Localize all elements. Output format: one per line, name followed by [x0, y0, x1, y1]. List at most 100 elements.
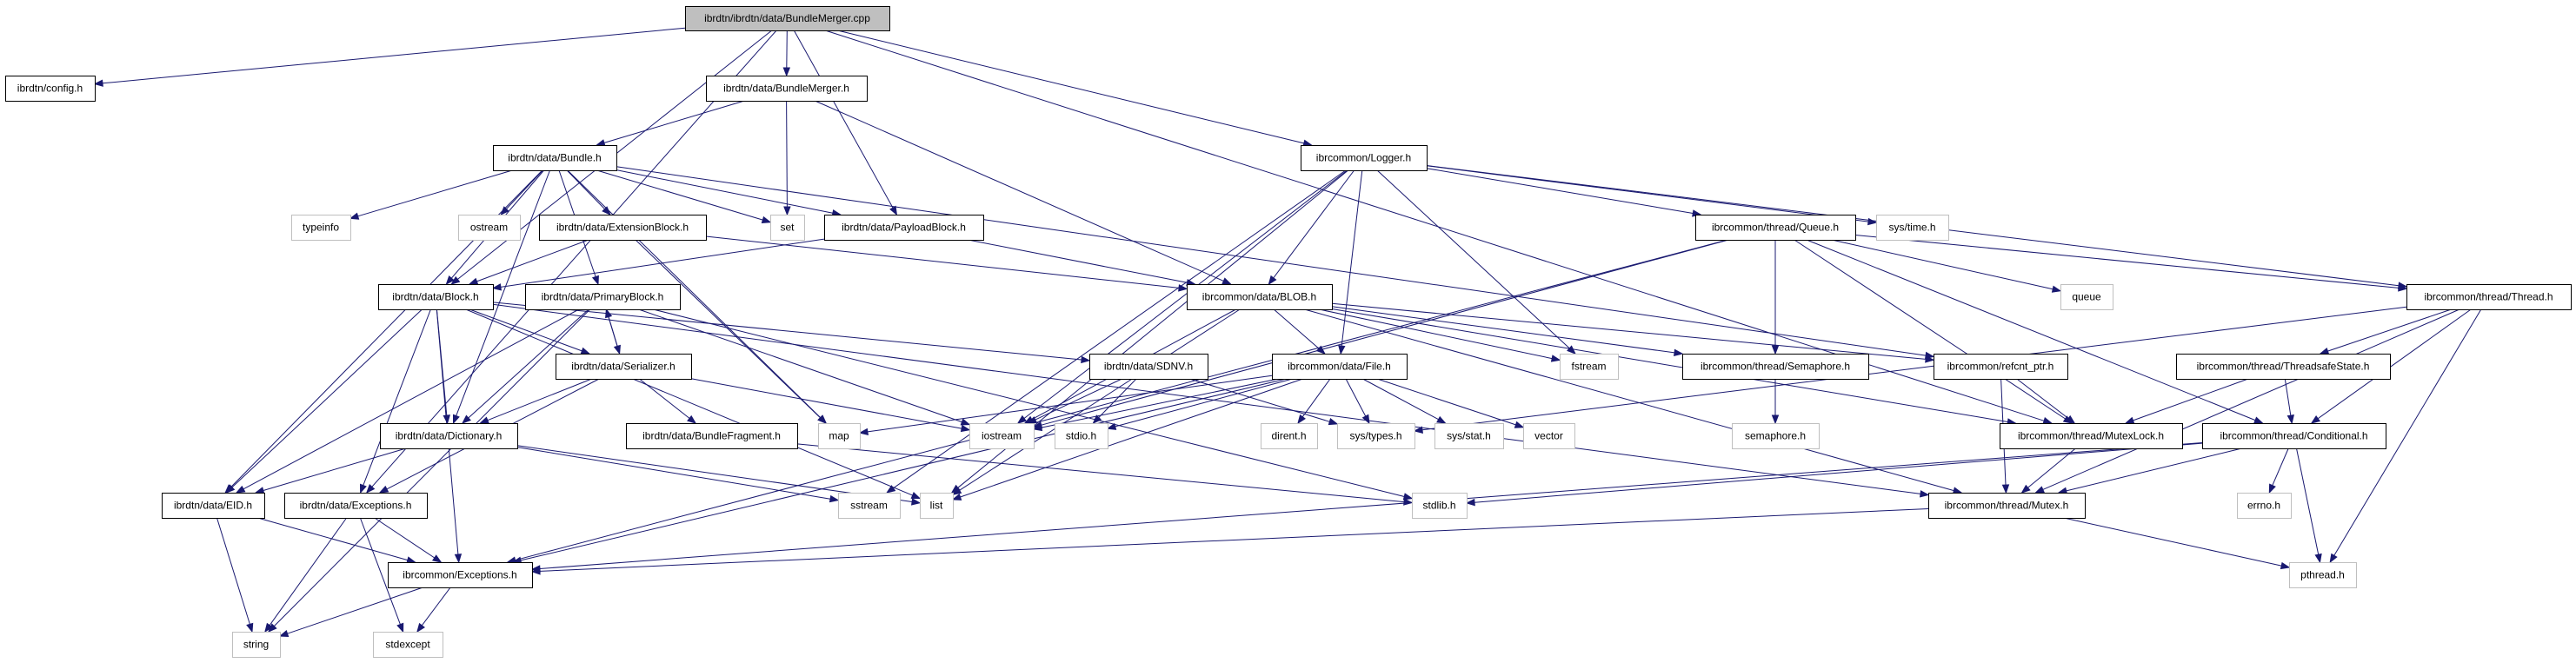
edge-line — [539, 442, 2203, 569]
node-conditional[interactable]: ibrcommon/thread/Conditional.h — [2202, 423, 2386, 449]
edge-cexceptions-to-string — [278, 587, 423, 638]
edge-bundle-to-extblock — [566, 169, 611, 215]
node-label: stdlib.h — [1422, 500, 1455, 512]
edge-bundle-to-ostream — [500, 169, 543, 215]
node-vector: vector — [1523, 423, 1575, 449]
edge-conditional-to-errno — [2268, 448, 2289, 494]
node-cexceptions[interactable]: ibrcommon/Exceptions.h — [388, 562, 533, 588]
node-file[interactable]: ibrcommon/data/File.h — [1272, 354, 1408, 380]
node-thread[interactable]: ibrcommon/thread/Thread.h — [2406, 284, 2572, 310]
edge-serializer-to-primary — [605, 308, 621, 355]
edge-thread-to-tsstate — [2319, 308, 2452, 355]
edge-line — [1426, 168, 1694, 214]
edge-line — [1319, 308, 1553, 360]
edge-line — [2272, 448, 2289, 486]
edge-bundle-to-payload — [616, 169, 842, 217]
edge-queueh-to-queue — [1831, 239, 2062, 293]
arrowhead-icon — [461, 414, 471, 424]
node-set: set — [770, 215, 805, 241]
edge-line — [1345, 378, 1367, 417]
node-queueh[interactable]: ibrcommon/thread/Queue.h — [1695, 215, 1856, 241]
edge-line — [603, 100, 745, 143]
arrowhead-icon — [960, 424, 971, 433]
edge-line — [520, 378, 1287, 561]
arrowhead-icon — [1297, 414, 1306, 425]
node-label: string — [243, 639, 269, 651]
node-label: ibrdtn/data/Bundle.h — [508, 152, 601, 164]
node-payload[interactable]: ibrdtn/data/PayloadBlock.h — [824, 215, 984, 241]
node-extblock[interactable]: ibrdtn/data/ExtensionBlock.h — [539, 215, 707, 241]
edge-bundle-to-typeinfo — [349, 169, 513, 220]
node-ostream: ostream — [458, 215, 521, 241]
node-label: map — [829, 430, 849, 442]
node-semaphoreh[interactable]: ibrcommon/thread/Semaphore.h — [1682, 354, 1869, 380]
arrowhead-icon — [1081, 355, 1091, 364]
node-blob[interactable]: ibrcommon/data/BLOB.h — [1187, 284, 1333, 310]
edge-line — [786, 100, 788, 208]
node-primary[interactable]: ibrdtn/data/PrimaryBlock.h — [525, 284, 681, 310]
edge-blob-to-semaphoreh — [1331, 306, 1684, 356]
edge-block-to-serializer — [469, 308, 591, 355]
node-label: typeinfo — [303, 222, 339, 234]
node-box — [1272, 354, 1408, 380]
edge-line — [893, 169, 1347, 489]
node-label: ibrcommon/data/BLOB.h — [1202, 291, 1316, 303]
edge-line — [1377, 378, 1516, 426]
node-mutex[interactable]: ibrcommon/thread/Mutex.h — [1928, 493, 2086, 519]
arrowhead-icon — [378, 485, 389, 494]
node-tsstate[interactable]: ibrcommon/thread/ThreadsafeState.h — [2176, 354, 2391, 380]
node-sysstat: sys/stat.h — [1434, 423, 1504, 449]
edge-block-to-sdnv — [492, 302, 1091, 364]
arrowhead-icon — [1268, 275, 1277, 286]
edge-line — [596, 169, 763, 221]
node-mutexlock[interactable]: ibrcommon/thread/MutexLock.h — [2000, 423, 2183, 449]
edge-line — [500, 238, 825, 288]
node-bundle[interactable]: ibrdtn/data/Bundle.h — [493, 145, 617, 171]
node-config[interactable]: ibrdtn/config.h — [5, 76, 96, 102]
node-bmh[interactable]: ibrdtn/data/BundleMerger.h — [706, 76, 868, 102]
edge-blob-to-list — [951, 308, 1241, 495]
edge-thread-to-systypes — [1413, 306, 2407, 434]
edge-payload-to-block — [491, 238, 825, 291]
edge-line — [960, 378, 1303, 498]
edge-line — [506, 169, 543, 209]
edge-line — [1854, 235, 2400, 288]
node-fragment[interactable]: ibrdtn/data/BundleFragment.h — [626, 423, 798, 449]
node-label: ostream — [470, 222, 508, 234]
node-box — [2060, 284, 2113, 310]
arrowhead-icon — [910, 498, 922, 506]
node-eid[interactable]: ibrdtn/data/EID.h — [162, 493, 265, 519]
node-dictionary[interactable]: ibrdtn/data/Dictionary.h — [380, 423, 518, 449]
node-box — [1928, 493, 2086, 519]
node-box — [1732, 423, 1820, 449]
arrowhead-icon — [829, 494, 840, 503]
node-root[interactable]: ibrdtn/ibrdtn/data/BundleMerger.cpp — [685, 6, 890, 31]
edge-line — [1331, 306, 1675, 354]
node-serializer[interactable]: ibrdtn/data/Serializer.h — [556, 354, 692, 380]
node-iostream: iostream — [969, 423, 1035, 449]
node-refcnt[interactable]: ibrcommon/refcnt_ptr.h — [1934, 354, 2068, 380]
node-stdlib: stdlib.h — [1412, 493, 1468, 519]
node-logger[interactable]: ibrcommon/Logger.h — [1301, 145, 1428, 171]
node-dirent: dirent.h — [1261, 423, 1318, 449]
edge-blob-to-refcnt — [1331, 302, 1935, 363]
node-box — [232, 632, 281, 658]
edge-conditional-to-pthread — [2296, 448, 2322, 564]
arrowhead-icon — [2051, 285, 2062, 293]
edge-primary-to-stdlib — [653, 308, 1414, 501]
arrowhead-icon — [468, 277, 479, 285]
node-block[interactable]: ibrdtn/data/Block.h — [378, 284, 494, 310]
edge-line — [1341, 169, 1363, 347]
arrowhead-icon — [2319, 347, 2330, 355]
arrowhead-icon — [605, 308, 613, 319]
edge-line — [1115, 378, 1293, 428]
node-label: ibrdtn/data/Block.h — [392, 291, 478, 303]
edge-logger-to-iostream — [1016, 169, 1348, 424]
node-box — [378, 284, 494, 310]
edge-line — [1831, 239, 2053, 290]
node-dexceptions[interactable]: ibrdtn/data/Exceptions.h — [284, 493, 428, 519]
edge-line — [1301, 378, 1331, 417]
node-queue: queue — [2060, 284, 2113, 310]
node-sdnv[interactable]: ibrdtn/data/SDNV.h — [1089, 354, 1208, 380]
arrowhead-icon — [1032, 423, 1043, 432]
